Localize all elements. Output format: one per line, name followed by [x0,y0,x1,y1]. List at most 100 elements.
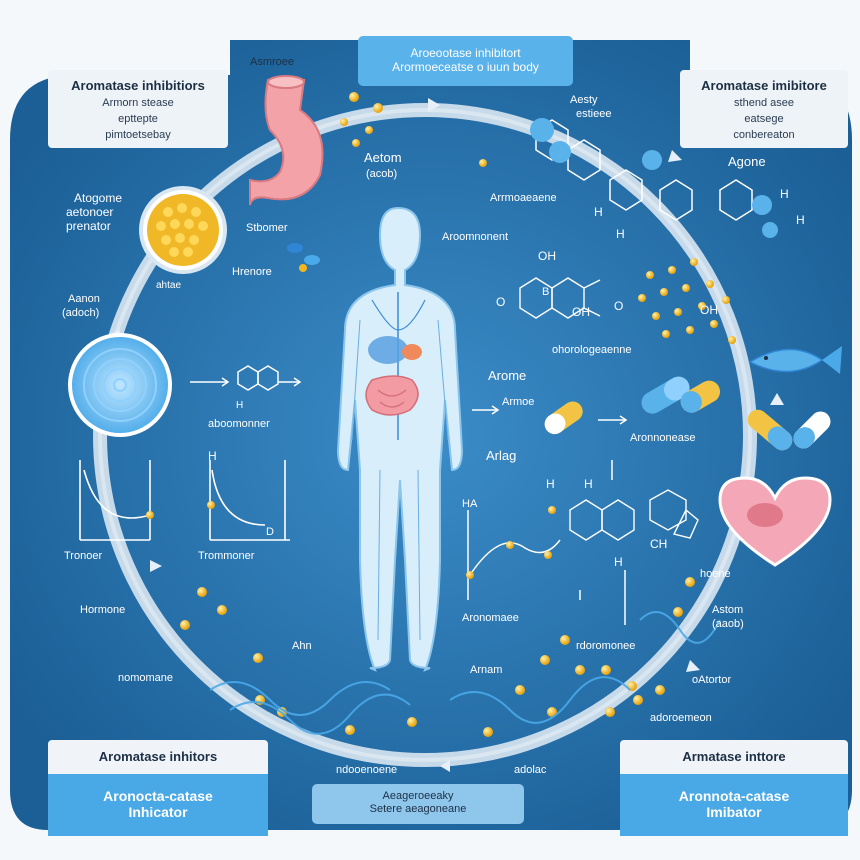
label-prenator: prenator [66,219,111,233]
title-box-top-line1: Aroeootase inhibitort [410,46,521,60]
flow-ring [93,103,757,767]
info-box-bottom-right: Armatase inttore Aronnota-catase Imibato… [620,740,848,836]
info-box-bottom-center-line2: Setere aeagoneane [369,803,467,815]
info-box-bottom-left-line2: Inhicator [128,804,188,820]
label-stbomer: Stbomer [246,222,288,234]
label-ha: HA [462,498,478,510]
label-adolac: adolac [514,764,547,776]
chem-h-h: H [208,449,217,463]
chem-h-g: H [614,555,623,569]
title-box-top: Aroeootase inhibitort Arormoeceatse o iu… [358,36,573,86]
info-box-bottom-center-line1: Aeageroeeaky [382,790,454,802]
blue-spiral-disc [68,333,172,437]
info-box-top-right-title: Aromatase imibitore [701,78,827,93]
info-box-bottom-left-title: Aromatase inhitors [48,740,268,774]
info-box-top-right: Aromatase imibitore sthend asee eatsege … [680,70,848,148]
label-ahtae: ahtae [156,280,182,291]
label-ahn: Ahn [292,640,312,652]
process-arrows-mid [472,405,628,480]
blue-pill-small [287,243,320,272]
info-box-bottom-left-body: Aronocta-catase Inhicator [48,774,268,836]
info-box-bottom-right-line1: Aronnota-catase [678,788,790,804]
dna-strands [209,611,721,735]
label-arrmoaeaene: Arrmoaeaene [490,192,557,204]
label-hoene: hoene [700,568,731,580]
chem-h-b: H [616,227,625,241]
fish-icon [748,346,842,374]
label-tronoer: Tronoer [64,550,103,562]
label-aronomaee: Aronomaee [462,612,519,624]
label-agone: Agone [728,154,766,169]
chem-o-2: O [614,299,624,313]
chem-oh-1: OH [538,249,556,263]
info-box-top-left-title: Aromatase inhibitiors [71,78,205,93]
info-box-top-right-line2: eatsege [744,113,784,125]
chem-o-1: O [496,295,506,309]
stomach-illustration [249,75,324,206]
label-armoe: Armoe [502,396,535,408]
label-hormone: Hormone [80,604,126,616]
label-aetom: Aetom [364,150,402,165]
label-aboomonner: aboomonner [208,418,270,430]
chem-h-small: H [236,400,244,411]
label-adoroemeon: adoroemeon [650,712,712,724]
chem-h-f: H [546,477,555,491]
label-asty-1: Aesty [570,94,598,106]
label-nomomane: nomomane [118,672,174,684]
heart-illustration [718,476,832,567]
hormone-graph-center [467,510,626,625]
title-box-top-line2: Arormoeceatse o iuun body [392,60,539,74]
label-d: D [266,526,274,538]
chem-structure-center [519,277,601,319]
info-box-bottom-center: Aeageroeeaky Setere aeagoneane [312,784,524,824]
chem-h-a: H [594,205,603,219]
info-box-top-left-line1: Armorn stease [102,97,174,109]
label-arlag: Arlag [486,448,517,463]
label-arome: Arome [488,368,527,383]
label-ndooenoene: ndooenoene [336,764,398,776]
info-box-top-left: Aromatase inhibitiors Armorn stease eptt… [48,70,228,148]
hormone-graph-left [79,460,290,541]
label-trommoner: Trommoner [198,550,255,562]
chem-b: B [542,286,550,298]
chem-h-d: H [796,213,805,227]
info-box-top-left-line3: pimtoetsebay [105,129,171,141]
gold-particles-bottom [180,577,695,737]
label-astom: Astom [712,604,744,616]
info-box-top-right-line3: conbereaton [733,129,795,141]
chem-h-e: H [584,477,593,491]
info-box-bottom-right-title: Armatase inttore [620,740,848,774]
info-box-bottom-right-line2: Imibator [706,804,762,820]
label-oatorter: oAtortor [692,674,732,686]
label-aetom-sub: (acob) [366,168,398,180]
human-body-figure [336,206,464,672]
info-box-top-left-line2: epttepte [118,113,158,125]
chem-ch: CH [650,537,668,551]
info-box-bottom-left: Aromatase inhitors Aronocta-catase Inhic… [48,740,268,836]
info-box-bottom-left-line1: Aronocta-catase [103,788,213,804]
label-hrenore: Hrenore [232,266,272,278]
capsule-pills [544,376,831,451]
label-rdoromonee: rdoromonee [576,640,636,652]
label-stomach: Asmroee [250,56,295,68]
label-aronnonease: Aronnonease [630,432,696,444]
chem-structure-lower [569,489,699,541]
label-aroomnonent: Aroomnonent [442,231,509,243]
chem-h-c: H [780,187,789,201]
info-box-bottom-right-body: Aronnota-catase Imibator [620,774,848,836]
label-astom-sub: (aaob) [712,618,744,630]
label-aanon: Aanon [68,293,100,305]
label-aetonoer: aetonoer [66,205,114,219]
gold-particles-cluster [638,258,736,344]
label-chorologeaenne: ohorologeaenne [552,344,632,356]
label-arnam: Arnam [470,664,503,676]
label-atogome: Atogome [74,191,123,205]
chem-oh-3: OH [700,303,718,317]
label-aanon-sub: (adoch) [62,307,100,319]
fat-cell-disc [139,186,227,274]
benzene-small [190,365,302,391]
info-box-top-right-line1: sthend asee [734,97,794,109]
gold-particles-top [340,92,487,167]
